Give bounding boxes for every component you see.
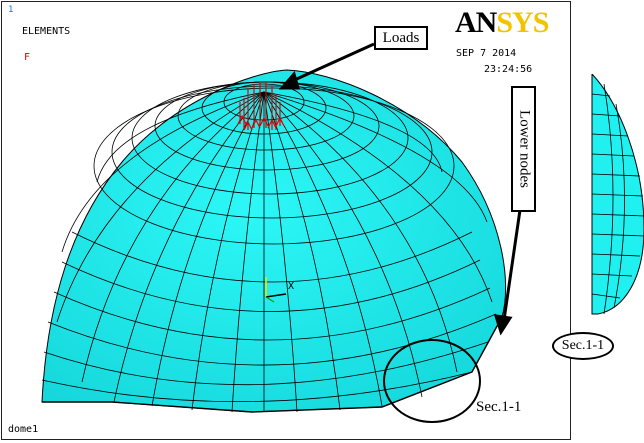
section-detail-mesh: [591, 74, 644, 315]
loads-callout: Loads: [374, 26, 428, 50]
dome-shell: [41, 69, 507, 413]
ansys-logo: ANSYS: [455, 6, 549, 39]
load-arrows: [237, 82, 285, 131]
window-number: 1: [8, 5, 14, 15]
dome-lower-rim: [42, 316, 503, 413]
lower-nodes-label: Lower nodes: [516, 110, 532, 188]
section-label-main: Sec.1-1: [476, 399, 522, 415]
ansys-graphics-window: 1 ELEMENTS F SEP 7 2014 23:24:56 dome1 X…: [1, 1, 571, 440]
plot-title: dome1: [8, 424, 39, 435]
section-label-detail: Sec.1-1: [552, 332, 614, 360]
section-circle: [383, 339, 481, 423]
coordinate-triad: [265, 277, 287, 303]
lower-nodes-callout: Lower nodes: [511, 86, 536, 212]
element-type-label: ELEMENTS: [22, 26, 71, 37]
legend-force-label: F: [24, 52, 31, 63]
triad-x-label: X: [288, 281, 295, 292]
plot-time: 23:24:56: [484, 64, 533, 75]
annotation-arrows: [278, 42, 522, 336]
mesh-meridian-lines: [56, 91, 493, 413]
dome-mesh-plot: [41, 42, 522, 423]
plot-date: SEP 7 2014: [456, 48, 517, 59]
